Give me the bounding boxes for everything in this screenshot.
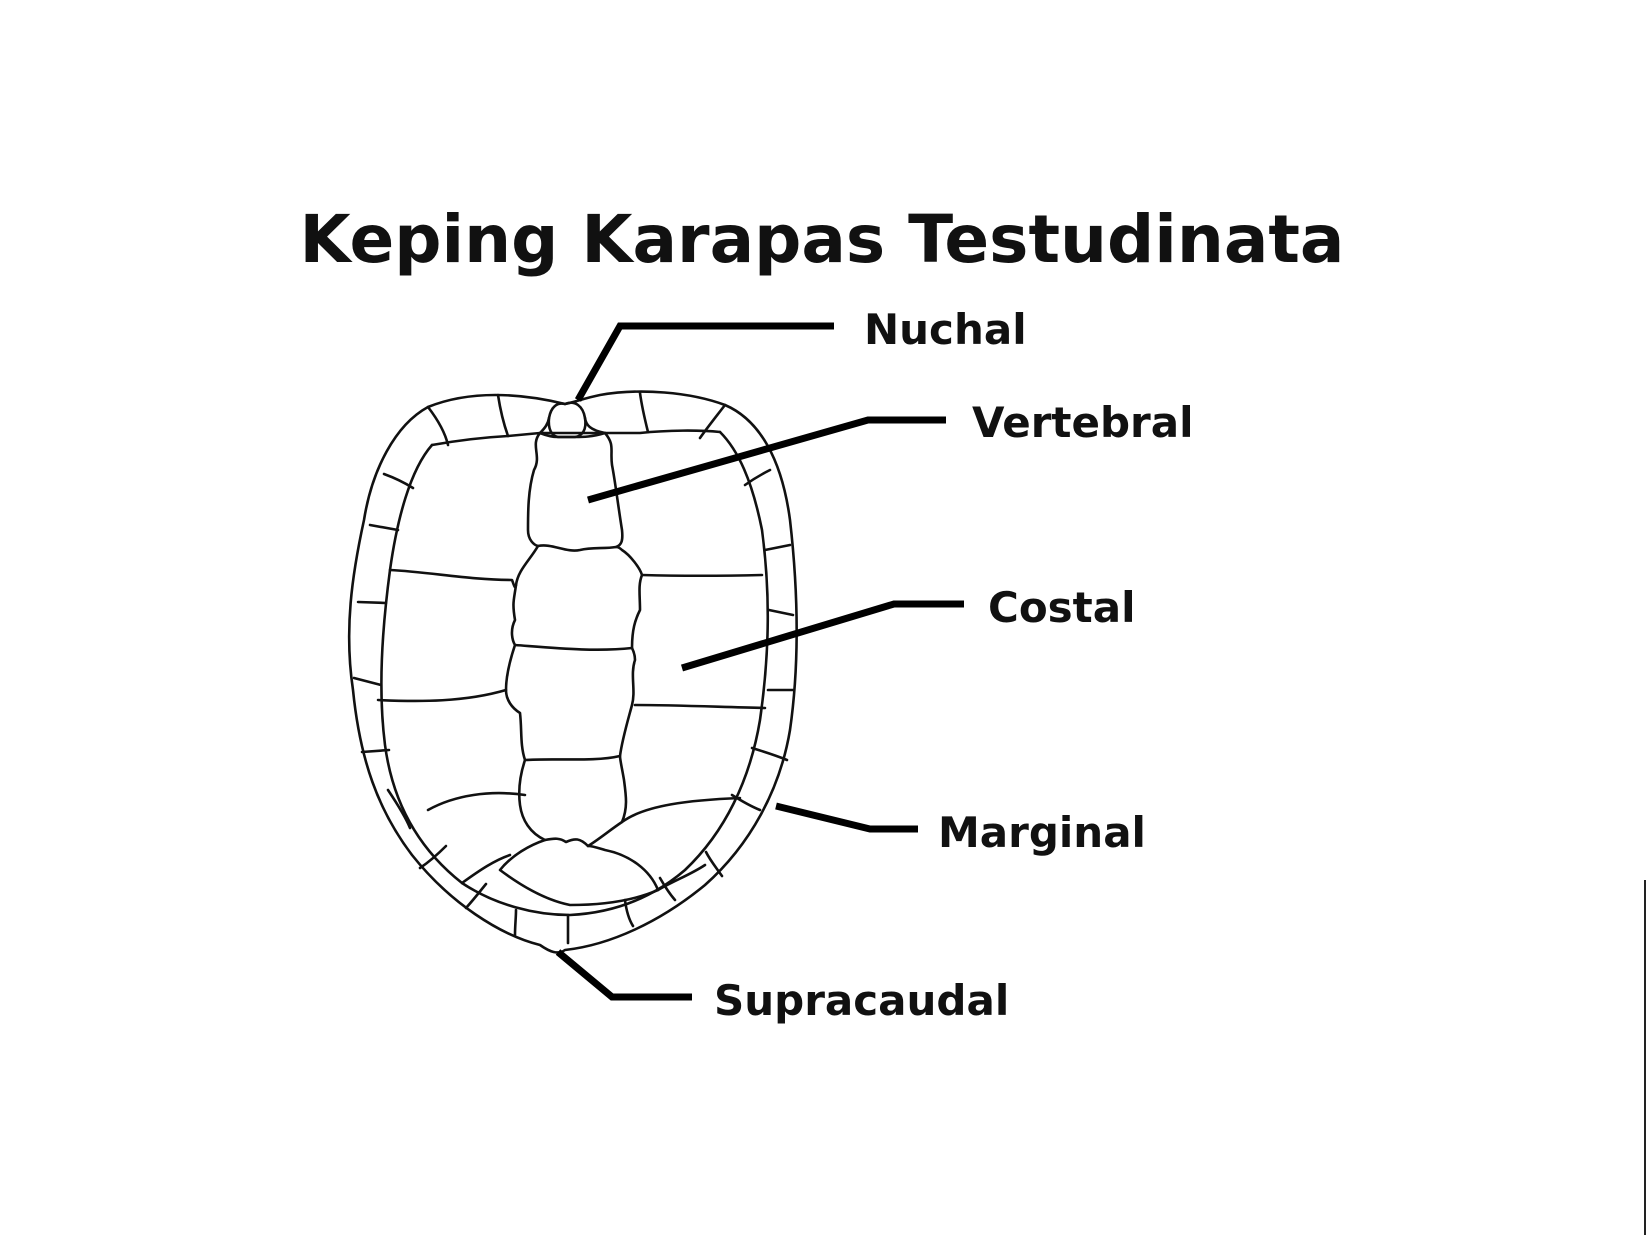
label-vertebral: Vertebral bbox=[972, 398, 1193, 447]
costal-divider bbox=[460, 853, 512, 885]
marginal-divider bbox=[356, 600, 388, 605]
diagram-title: Keping Karapas Testudinata bbox=[300, 201, 1345, 278]
vertebral-scute bbox=[517, 754, 628, 848]
costal-divider bbox=[388, 568, 518, 589]
marginal-divider bbox=[743, 468, 772, 487]
nuchal-leader-line bbox=[574, 322, 834, 402]
marginal-divider bbox=[704, 850, 724, 878]
label-supracaudal: Supracaudal bbox=[714, 976, 1009, 1025]
label-nuchal: Nuchal bbox=[864, 305, 1027, 354]
vertebral-leader-line bbox=[587, 416, 946, 504]
marginal-leader-line bbox=[775, 802, 918, 833]
marginal-divider bbox=[360, 748, 391, 754]
costal-divider bbox=[640, 573, 764, 578]
marginal-divider bbox=[763, 543, 792, 552]
marginal-divider bbox=[730, 793, 762, 812]
costal-divider bbox=[426, 791, 527, 812]
marginal-divider bbox=[426, 405, 450, 447]
vertebral-scute bbox=[504, 643, 637, 762]
supracaudal-leader-line bbox=[555, 949, 692, 1001]
marginal-divider bbox=[352, 676, 383, 687]
label-costal: Costal bbox=[988, 583, 1136, 632]
shell-inner-outline bbox=[380, 430, 770, 917]
nuchal-scute-side bbox=[538, 416, 551, 435]
marginal-divider bbox=[382, 472, 415, 490]
marginal-divider bbox=[658, 876, 677, 902]
leader-lines bbox=[555, 322, 964, 1001]
nuchal-scute-side bbox=[583, 416, 607, 435]
costal-divider bbox=[656, 863, 707, 892]
label-marginal: Marginal bbox=[938, 808, 1146, 857]
shell-outer-outline bbox=[347, 390, 799, 954]
vertebral-scute bbox=[498, 838, 660, 907]
costal-divider bbox=[620, 796, 742, 824]
marginal-divider bbox=[513, 908, 518, 937]
costal-divider bbox=[633, 703, 767, 710]
marginal-divider bbox=[750, 746, 789, 762]
shell-inner-top bbox=[430, 429, 722, 447]
marginal-divider bbox=[386, 788, 412, 830]
marginal-divider bbox=[418, 844, 448, 870]
marginal-divider bbox=[464, 882, 488, 910]
vertebral-scute bbox=[510, 544, 644, 651]
marginal-divider bbox=[368, 523, 400, 532]
marginal-divider bbox=[638, 391, 650, 434]
marginal-divider bbox=[623, 898, 635, 928]
costal-divider bbox=[376, 688, 508, 703]
marginal-divider bbox=[496, 393, 510, 438]
carapace-shell bbox=[347, 390, 799, 954]
marginal-divider bbox=[767, 608, 795, 617]
costal-leader-line bbox=[680, 600, 964, 672]
marginal-divider bbox=[698, 403, 727, 440]
